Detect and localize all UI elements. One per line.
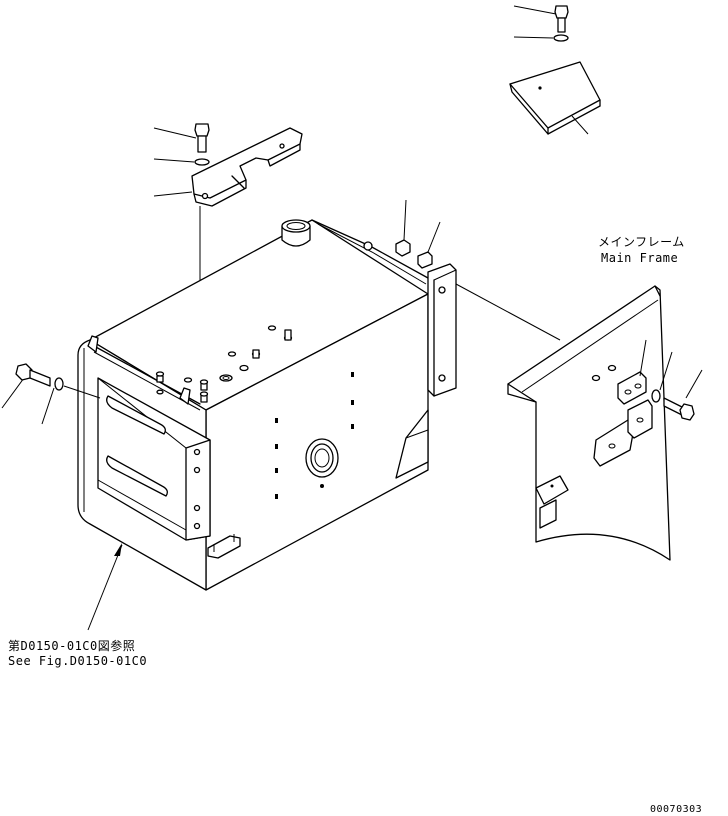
top-cover-assembly: [509, 5, 601, 135]
reference-label-jp: 第D0150-01C0図参照: [8, 638, 135, 653]
frame-bolt: [663, 397, 695, 421]
cover-bolt: [554, 5, 569, 33]
reference-label-en: See Fig.D0150-01C0: [8, 654, 147, 668]
main-frame-label-en: Main Frame: [601, 251, 678, 265]
cover-plate: [509, 61, 601, 135]
front-bolt: [15, 363, 51, 387]
frame-washer: [651, 389, 661, 403]
frame-mounting-plate: [617, 371, 647, 405]
top-fittings: [155, 325, 293, 403]
fuel-tank: [77, 219, 429, 591]
front-bolt-assembly: [1, 363, 101, 425]
drawing-number: 00070303: [650, 804, 702, 815]
frame-slot-plate: [593, 399, 653, 467]
side-mounting-holes: [275, 372, 354, 499]
top-bracket-assembly: [153, 123, 303, 380]
level-gauge-port: [305, 438, 339, 478]
rear-spacer: [417, 251, 433, 269]
bracket-washer: [194, 158, 210, 166]
cover-washer: [553, 34, 569, 42]
front-washer: [54, 377, 64, 391]
main-frame: [507, 285, 703, 561]
frame-lower-bracket: [535, 475, 569, 529]
fuel-tank-bracket: [191, 127, 303, 207]
rear-nut: [395, 239, 411, 257]
bracket-bolt: [194, 123, 210, 153]
drain-handle: [207, 534, 241, 559]
filler-neck: [281, 219, 311, 247]
reference-leader: [87, 543, 123, 631]
rear-mounting-bracket: [395, 199, 561, 397]
main-frame-label-jp: メインフレーム: [598, 235, 685, 249]
front-mounting-bracket: [97, 377, 211, 541]
